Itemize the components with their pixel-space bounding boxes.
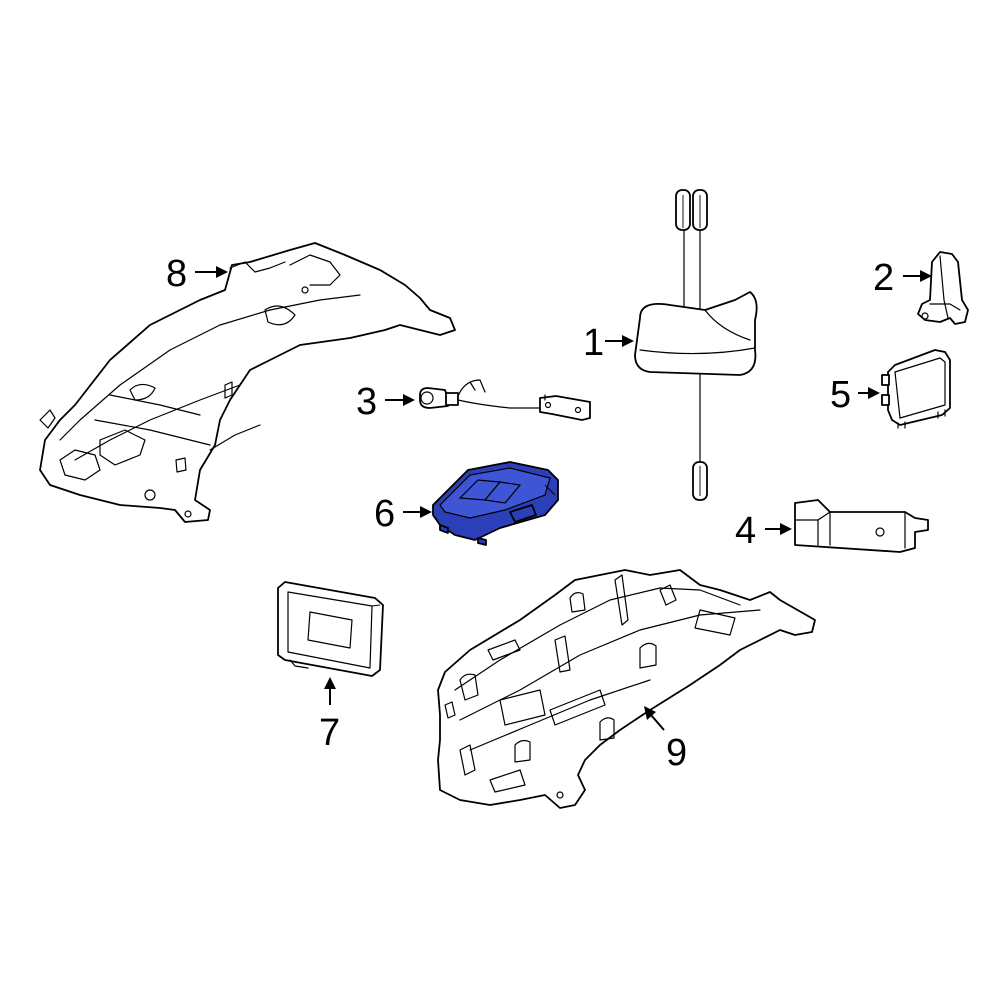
arrow-7-head: [324, 677, 336, 689]
callout-1[interactable]: 1: [583, 322, 604, 364]
arrow-8-head: [216, 266, 228, 278]
callout-9[interactable]: 9: [666, 732, 687, 774]
part-1-antenna[interactable]: [634, 189, 758, 501]
part-4-module[interactable]: [794, 499, 929, 553]
arrow-2-head: [920, 270, 932, 282]
part-3-cable[interactable]: [419, 379, 591, 421]
callout-numbers: 8 2 1 3 5 6 4 7 9: [166, 253, 894, 774]
callout-6[interactable]: 6: [374, 493, 395, 535]
arrow-1-head: [622, 335, 634, 347]
callout-7[interactable]: 7: [319, 712, 340, 754]
part-8-upper-tray[interactable]: [39, 242, 456, 523]
arrow-9: [650, 714, 665, 731]
part-7-module[interactable]: [277, 581, 384, 677]
arrow-9-head: [644, 706, 656, 720]
callout-8[interactable]: 8: [166, 253, 187, 295]
callout-4[interactable]: 4: [735, 510, 756, 552]
arrow-6-head: [420, 506, 432, 518]
arrow-5-head: [868, 387, 880, 399]
callout-5[interactable]: 5: [830, 374, 851, 416]
callout-2[interactable]: 2: [873, 257, 894, 299]
arrow-3-head: [403, 394, 415, 406]
callout-3[interactable]: 3: [356, 381, 377, 423]
part-9-lower-tray[interactable]: [437, 569, 816, 809]
part-5-module[interactable]: [881, 349, 951, 429]
callout-arrows: [195, 266, 932, 731]
arrow-4-head: [780, 523, 792, 535]
part-2-bracket[interactable]: [917, 251, 969, 325]
part-6-control-module[interactable]: [432, 461, 559, 546]
